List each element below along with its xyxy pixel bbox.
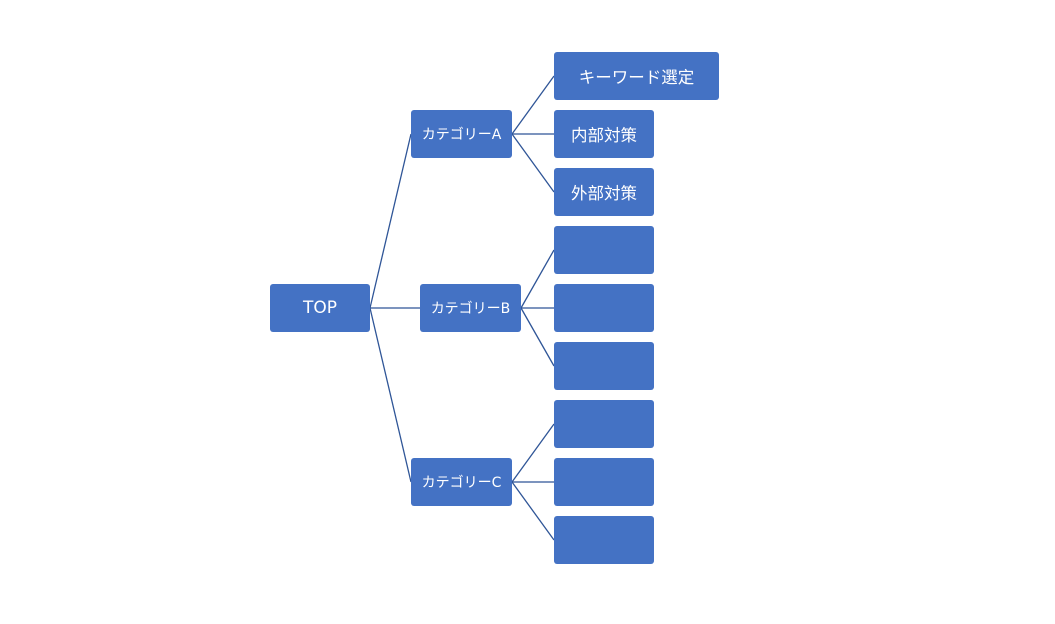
node-c-3: [554, 516, 654, 564]
node-a-keyword-label: キーワード選定: [578, 68, 695, 87]
node-category-b-label: カテゴリーB: [430, 301, 511, 317]
node-category-c: カテゴリーC: [411, 458, 512, 506]
node-category-a: カテゴリーA: [411, 110, 512, 158]
node-category-c-label: カテゴリーC: [421, 475, 502, 491]
node-a-keyword: キーワード選定: [554, 52, 719, 100]
connector-a-3: [511, 133, 555, 193]
node-b-3: [554, 342, 654, 390]
node-top: TOP: [270, 284, 370, 332]
node-b-1: [554, 226, 654, 274]
node-a-external: 外部対策: [554, 168, 654, 216]
node-c-2: [554, 458, 654, 506]
node-top-label: TOP: [302, 298, 338, 318]
connector-b-3: [520, 307, 555, 367]
node-c-1: [554, 400, 654, 448]
connector-top-a: [369, 133, 412, 309]
node-a-internal-label: 内部対策: [571, 126, 637, 145]
connector-a-1: [511, 75, 555, 135]
connector-b-1: [520, 249, 555, 309]
connector-top-c: [369, 307, 412, 483]
connector-c-1: [511, 423, 555, 483]
node-category-b: カテゴリーB: [420, 284, 521, 332]
node-a-external-label: 外部対策: [571, 184, 637, 203]
connector-c-3: [511, 481, 555, 541]
node-b-2: [554, 284, 654, 332]
node-category-a-label: カテゴリーA: [421, 127, 502, 143]
node-a-internal: 内部対策: [554, 110, 654, 158]
